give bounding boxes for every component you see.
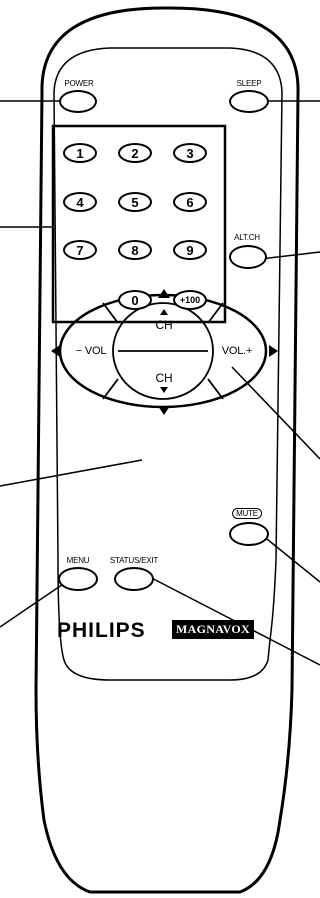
key-5-button[interactable]: 5 (118, 192, 152, 212)
status-exit-button[interactable] (114, 567, 154, 591)
direction-pad (51, 289, 278, 415)
key-plus-100-button[interactable]: +100 (173, 290, 207, 310)
status-exit-label: STATUS/EXIT (109, 556, 159, 565)
key-0-button[interactable]: 0 (118, 290, 152, 310)
callout-lines (0, 100, 320, 666)
arrow-left-icon (51, 345, 60, 357)
ch-up-small-arrow-icon (160, 309, 168, 315)
key-7-button[interactable]: 7 (63, 240, 97, 260)
ch-down-button[interactable]: CH (155, 371, 173, 385)
key-6-button[interactable]: 6 (173, 192, 207, 212)
callout-line-mute (261, 534, 320, 583)
key-3-button[interactable]: 3 (173, 143, 207, 163)
sleep-label: SLEEP (236, 79, 262, 88)
philips-logo: PHILIPS (57, 619, 146, 642)
key-9-button[interactable]: 9 (173, 240, 207, 260)
dpad-inner-ring (112, 302, 214, 400)
arrow-up-icon (158, 289, 170, 298)
alt-ch-button[interactable] (229, 245, 267, 269)
arrow-down-icon (158, 406, 170, 415)
keypad-panel (51, 124, 227, 324)
ch-up-button[interactable]: CH (155, 318, 173, 332)
vol-down-button[interactable]: − VOL (75, 345, 107, 357)
mute-button[interactable] (229, 522, 269, 546)
key-1-button[interactable]: 1 (63, 143, 97, 163)
remote-outer-body (34, 6, 300, 894)
callout-line-status-exit (139, 571, 320, 666)
key-2-button[interactable]: 2 (118, 143, 152, 163)
magnavox-logo: MAGNAVOX (172, 620, 254, 639)
arrow-right-icon (269, 345, 278, 357)
sleep-button[interactable] (229, 90, 269, 113)
callout-line-ch-down (0, 459, 143, 487)
power-label: POWER (64, 79, 94, 88)
ch-down-small-arrow-icon (160, 387, 168, 393)
vol-up-button[interactable]: VOL.+ (221, 345, 253, 357)
key-4-button[interactable]: 4 (63, 192, 97, 212)
callout-line-vol-plus (231, 366, 320, 460)
menu-button[interactable] (58, 567, 98, 591)
mute-label: MUTE (232, 508, 262, 519)
menu-label: MENU (66, 556, 90, 565)
key-8-button[interactable]: 8 (118, 240, 152, 260)
alt-ch-label: ALT.CH (234, 233, 260, 242)
callout-line-menu (0, 577, 73, 628)
power-button[interactable] (59, 90, 97, 113)
